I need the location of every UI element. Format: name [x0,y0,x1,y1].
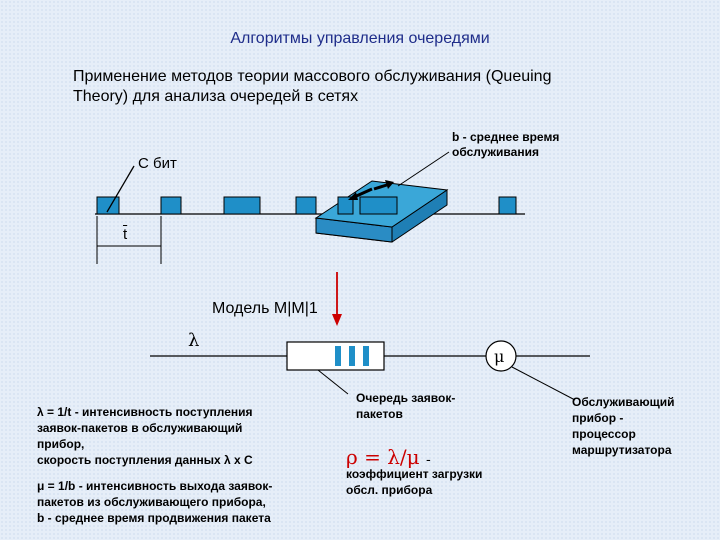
lambda-symbol: λ [188,330,200,351]
arrowhead-icon [385,180,394,189]
packet [498,196,517,215]
mu-line: μ = 1/b - интенсивность выхода заявок- [37,479,273,493]
queue-slot [363,346,369,366]
mu-description: μ = 1/b - интенсивность выхода заявок- п… [37,478,272,526]
server-callout-line [511,366,576,401]
intro-line-2: Theory) для анализа очередей в сетях [73,88,359,105]
page-title: Алгоритмы управления очередями [230,30,490,47]
queue-slot [335,346,341,366]
mu-line: b - среднее время продвижения пакета [37,511,271,525]
server-line: прибор - [572,411,624,425]
lambda-line: прибор, [37,437,85,451]
server-line: процессор [572,427,636,441]
rho-formula-text: ρ = λ/μ [346,445,420,469]
bit-label: С бит [138,155,177,172]
server-description: Обслуживающий прибор - процессор маршрут… [572,394,674,458]
server-line: Обслуживающий [572,395,675,409]
service-callout-line [397,151,450,187]
packet [223,196,261,215]
lambda-line: скорость поступления данных λ x C [37,453,253,467]
server-line: маршрутизатора [572,443,672,457]
lambda-line: заявок-пакетов в обслуживающий [37,421,243,435]
interval-label: t [123,226,128,243]
load-description: коэффициент загрузки обсл. прибора [346,466,482,498]
load-line: обсл. прибора [346,483,433,497]
arrowhead-icon [348,192,358,200]
intro-line-1: Применение методов теории массового обсл… [73,68,552,85]
rho-dash: - [426,452,431,468]
packet [337,196,354,215]
load-line: коэффициент загрузки [346,467,483,481]
lambda-description: λ = 1/t - интенсивность поступления заяв… [37,404,253,468]
packet [295,196,317,215]
model-label: Модель M|M|1 [212,300,318,317]
service-time-label: b - среднее время обслуживания [452,130,560,159]
bit-callout-line [106,165,135,213]
packet [359,196,398,215]
queue-callout-line [317,369,349,395]
lambda-line: λ = 1/t - интенсивность поступления [37,405,253,419]
queue-line: пакетов [356,407,403,421]
packet [160,196,182,215]
mu-line: пакетов из обслуживающего прибора, [37,495,266,509]
queue-line: Очередь заявок- [356,391,456,405]
red-arrowhead-icon [332,314,342,326]
rho-formula: ρ = λ/μ - [346,445,431,469]
server-circle [485,340,517,372]
mu-symbol: μ [494,347,505,366]
queue-label: Очередь заявок- пакетов [356,390,455,422]
queue-slot [349,346,355,366]
